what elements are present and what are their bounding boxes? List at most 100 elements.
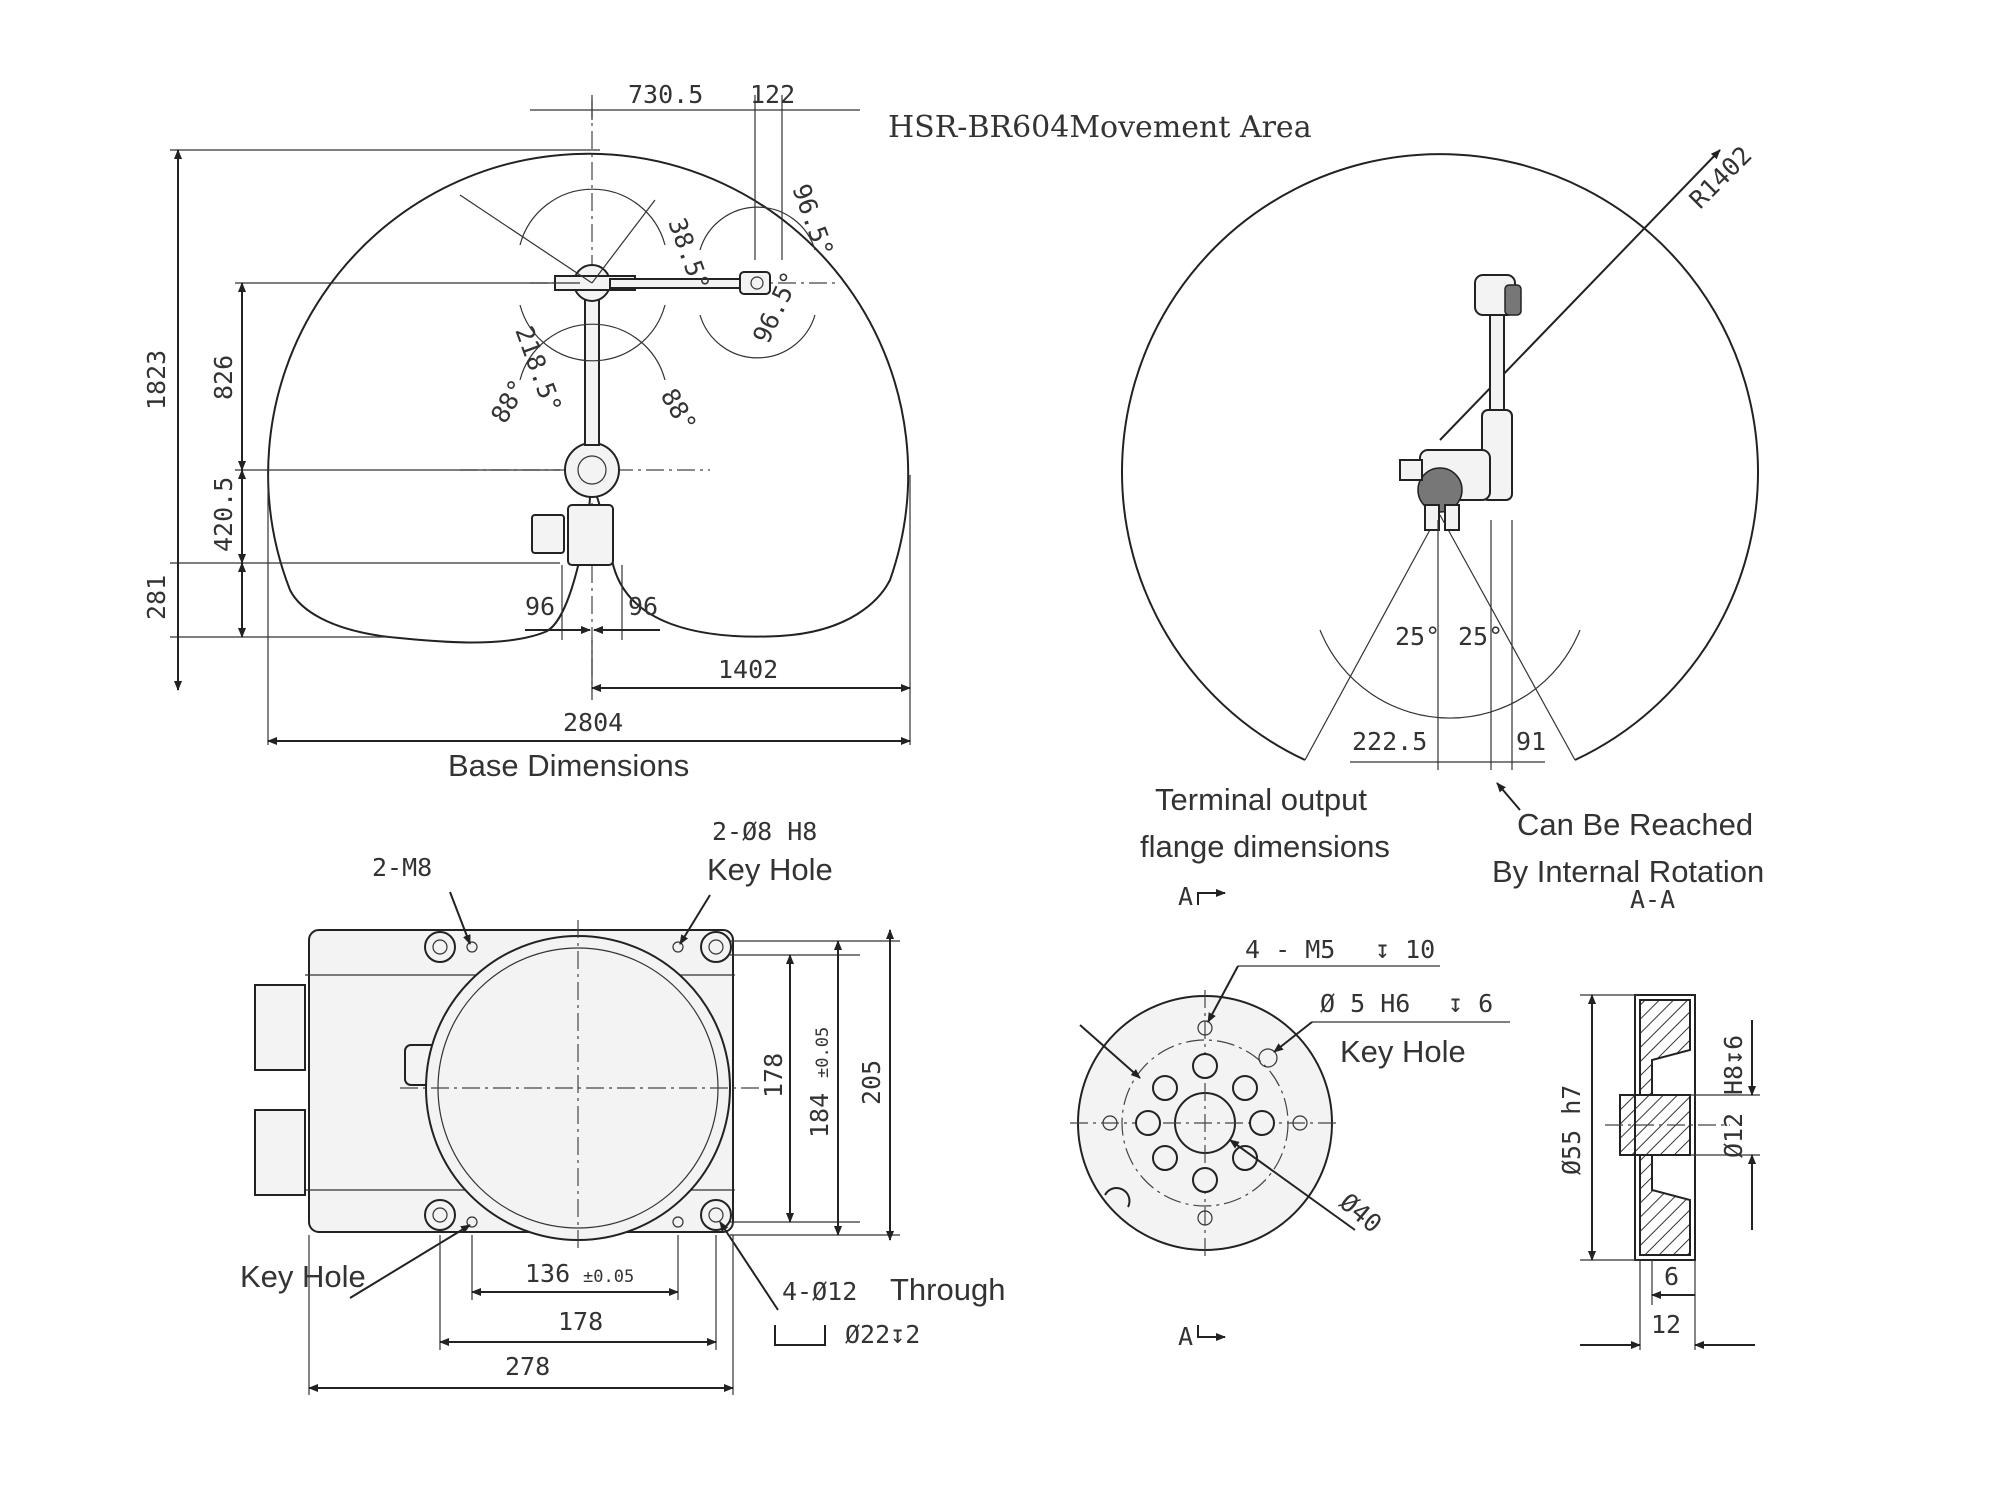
angle-25-right: 25°	[1458, 622, 1503, 651]
robot-base-block	[567, 504, 614, 566]
key-hole-bottom-label: Key Hole	[240, 1259, 366, 1294]
section-a-a: A-A Ø55 h7 Ø12 H8↧6 6 12	[1557, 885, 1760, 1350]
dim-136-tolerance: ±0.05	[583, 1267, 634, 1287]
label-pin-hole: 2-Ø8 H8	[712, 817, 817, 846]
bolt-hole-bl	[424, 1199, 456, 1231]
section-title: A-A	[1630, 885, 1675, 914]
reach-note-arrow	[1496, 782, 1521, 811]
dim-h8-depth: H8↧6	[1719, 1035, 1748, 1095]
section-mark-top: A	[1178, 882, 1193, 911]
angle-88-right-label: 88°	[655, 384, 703, 438]
section-mark-bottom: A	[1178, 1322, 1193, 1351]
dim-12: 12	[1651, 1310, 1681, 1339]
label-thread-depth: ↧ 10	[1375, 935, 1435, 964]
cone-left	[1304, 514, 1439, 761]
dim-178-vertical: 178	[759, 1053, 788, 1098]
wrist-center	[750, 276, 764, 290]
pin-hole-top	[672, 941, 684, 953]
angle-88-left-label: 88°	[485, 374, 533, 428]
joint-2-housing	[564, 442, 620, 498]
angle-leader-38	[591, 199, 656, 284]
flange-hole-ul	[1152, 1075, 1178, 1101]
joint3-arc-guide-bottom	[519, 304, 666, 362]
dim-730-5: 730.5	[628, 80, 703, 109]
dim-2804: 2804	[563, 708, 623, 737]
angle-leader-218	[459, 194, 593, 284]
label-2-m8: 2-M8	[372, 853, 432, 882]
reach-note-line1: Can Be Reached	[1517, 807, 1753, 842]
arm-link-2	[609, 278, 751, 289]
flange-hole-ll	[1152, 1145, 1178, 1171]
joint-2-inner	[577, 455, 607, 485]
arm-link-1	[584, 289, 600, 446]
joint3-arc-guide-top	[519, 188, 666, 246]
label-thread: 4 - M5	[1245, 935, 1335, 964]
flange-label-line1: Terminal output	[1155, 782, 1367, 817]
flange-hole-lr	[1232, 1145, 1258, 1171]
joint2-arc-guide	[519, 323, 666, 381]
drawing-title: HSR-BR604Movement Area	[888, 110, 1312, 145]
label-through: Through	[890, 1272, 1005, 1307]
reach-note-line2: By Internal Rotation	[1492, 854, 1764, 889]
side-wrist-motor	[1504, 284, 1522, 316]
bolt-hole-br	[700, 1199, 732, 1231]
flange-key-hole-label: Key Hole	[1340, 1034, 1466, 1069]
dim-1402: 1402	[718, 655, 778, 684]
label-through-holes: 4-Ø12	[782, 1277, 857, 1306]
connector-upper	[254, 984, 306, 1071]
dim-826: 826	[209, 355, 238, 400]
flange-hole-right	[1249, 1110, 1275, 1136]
radius-leader	[1439, 149, 1721, 441]
robot-top-view	[531, 264, 771, 566]
flange-hole-ur	[1232, 1075, 1258, 1101]
wrist-block	[739, 271, 771, 295]
dim-122: 122	[750, 80, 795, 109]
robot-side-view	[1399, 274, 1522, 531]
cone-right	[1439, 514, 1576, 761]
dim-178-horizontal: 178	[558, 1307, 603, 1336]
dim-420-5: 420.5	[209, 477, 238, 552]
dim-184: 184	[805, 1093, 834, 1138]
side-connector	[1399, 459, 1423, 481]
base-dimensions-label: Base Dimensions	[448, 748, 689, 783]
dim-6: 6	[1664, 1262, 1679, 1291]
flange-thread-right	[1292, 1115, 1308, 1131]
section-lower-hatch	[1639, 1154, 1691, 1256]
angle-25-left: 25°	[1395, 622, 1440, 651]
side-view-reach: R1402 25° 25° 222.5 91 Can Be Reached By…	[1121, 141, 1764, 889]
dim-d55: Ø55 h7	[1557, 1085, 1586, 1175]
key-hole-top-label: Key Hole	[707, 852, 833, 887]
flange-hole-bottom	[1192, 1167, 1218, 1193]
base-plate-view: 2-M8 2-Ø8 H8 Key Hole Key Hole 4-Ø12 Thr…	[240, 817, 1005, 1395]
side-foot-right	[1444, 504, 1460, 531]
side-foot-left	[1424, 504, 1440, 531]
dim-136: 136	[525, 1259, 570, 1288]
wrist-arc-guide-bottom	[699, 314, 816, 359]
label-counterbore: Ø22↧2	[845, 1320, 920, 1349]
flange-thread-left	[1102, 1115, 1118, 1131]
label-pin: Ø 5 H6	[1320, 989, 1410, 1018]
dim-278: 278	[505, 1352, 550, 1381]
section-upper-hatch	[1639, 999, 1691, 1096]
cone-angle-arc	[1319, 629, 1581, 719]
connector-lower	[254, 1109, 306, 1196]
flange-hole-left	[1135, 1110, 1161, 1136]
dim-96-right: 96	[628, 592, 658, 621]
wrist-arc-guide-top	[699, 206, 816, 251]
flange-hole-top	[1192, 1053, 1218, 1079]
side-reach-envelope	[1121, 153, 1759, 761]
bolt-hole-tl	[424, 931, 456, 963]
label-pin-depth: ↧ 6	[1448, 989, 1493, 1018]
counterbore-symbol	[774, 1325, 826, 1346]
bolt-hole-tr	[700, 931, 732, 963]
flange-thread-bottom	[1197, 1210, 1213, 1226]
dim-1823: 1823	[142, 350, 171, 410]
top-view-movement-area: 218.5° 38.5° 96.5° 96.5° 88° 88° 730.5 1…	[142, 80, 911, 783]
pin-depth-value: 6	[1478, 989, 1493, 1018]
section-outline	[1634, 994, 1696, 1261]
label-d40: Ø40	[1334, 1187, 1387, 1238]
flange-key-notch	[1104, 1187, 1131, 1208]
reach-envelope	[267, 152, 910, 644]
flange-pin-hole	[1258, 1048, 1278, 1068]
